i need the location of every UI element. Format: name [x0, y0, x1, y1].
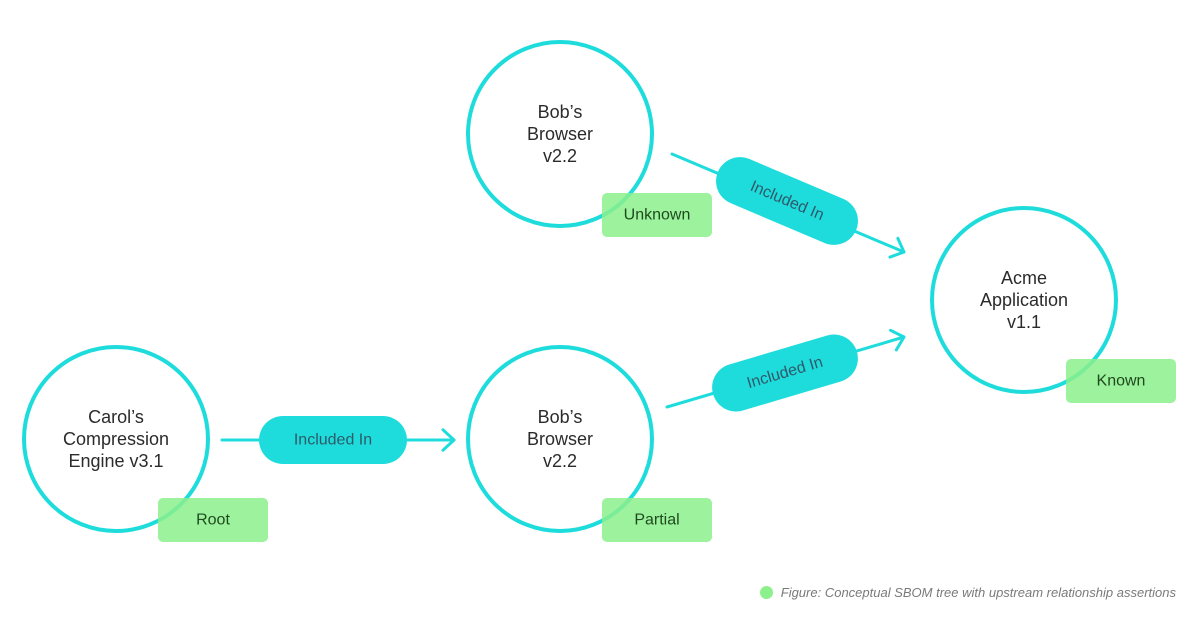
status-badge-bg — [1066, 359, 1176, 403]
node-label-line: Engine v3.1 — [68, 451, 163, 471]
relationship-pill-bg — [716, 157, 858, 245]
edges-layer: Included In Included In Included In — [220, 152, 906, 464]
status-badge: Root — [158, 498, 268, 542]
status-badge: Known — [1066, 359, 1176, 403]
arrowhead-icon — [889, 328, 906, 352]
node-label-line: Acme — [1001, 268, 1047, 288]
status-badge-bg — [158, 498, 268, 542]
node-label-line: Browser — [527, 429, 593, 449]
node-label-line: v2.2 — [543, 146, 577, 166]
node-circle — [466, 345, 654, 533]
relationship-label: Included In — [294, 432, 372, 449]
status-badge-label: Known — [1097, 373, 1146, 390]
node-label-line: Bob’s — [538, 407, 583, 427]
node-label-line: Compression — [63, 429, 169, 449]
relationship-pill: Included In — [712, 334, 858, 412]
status-badge-label: Partial — [634, 512, 679, 529]
edge-bob-bottom-to-acme: Included In — [665, 328, 906, 412]
node-label-line: v2.2 — [543, 451, 577, 471]
node-label-line: Application — [980, 290, 1068, 310]
caption-text: Figure: Conceptual SBOM tree with upstre… — [780, 585, 1176, 600]
node-circle — [466, 40, 654, 228]
figure-caption: Figure: Conceptual SBOM tree with upstre… — [759, 585, 1176, 600]
status-badge-bg — [602, 193, 712, 237]
relationship-pill-bg — [712, 334, 858, 412]
node-label-line: Bob’s — [538, 102, 583, 122]
status-badge-bg — [602, 498, 712, 542]
edge-bob-top-to-acme: Included In — [670, 152, 906, 259]
relationship-pill: Included In — [259, 416, 407, 464]
caption-bullet-icon — [759, 586, 773, 599]
node-circle — [22, 345, 210, 533]
edge-carol-to-bob-bottom: Included In — [220, 416, 456, 464]
relationship-pill: Included In — [716, 157, 858, 245]
arrowhead-icon — [888, 236, 906, 259]
node-label-line: Carol’s — [88, 407, 144, 427]
status-badge: Partial — [602, 498, 712, 542]
node-circle — [930, 206, 1118, 394]
arrowhead-icon — [441, 428, 456, 452]
status-badge-label: Root — [196, 512, 230, 529]
node-label-line: v1.1 — [1007, 312, 1041, 332]
status-badge-label: Unknown — [624, 207, 691, 224]
status-badge: Unknown — [602, 193, 712, 237]
node-label-line: Browser — [527, 124, 593, 144]
relationship-pill-bg — [259, 416, 407, 464]
